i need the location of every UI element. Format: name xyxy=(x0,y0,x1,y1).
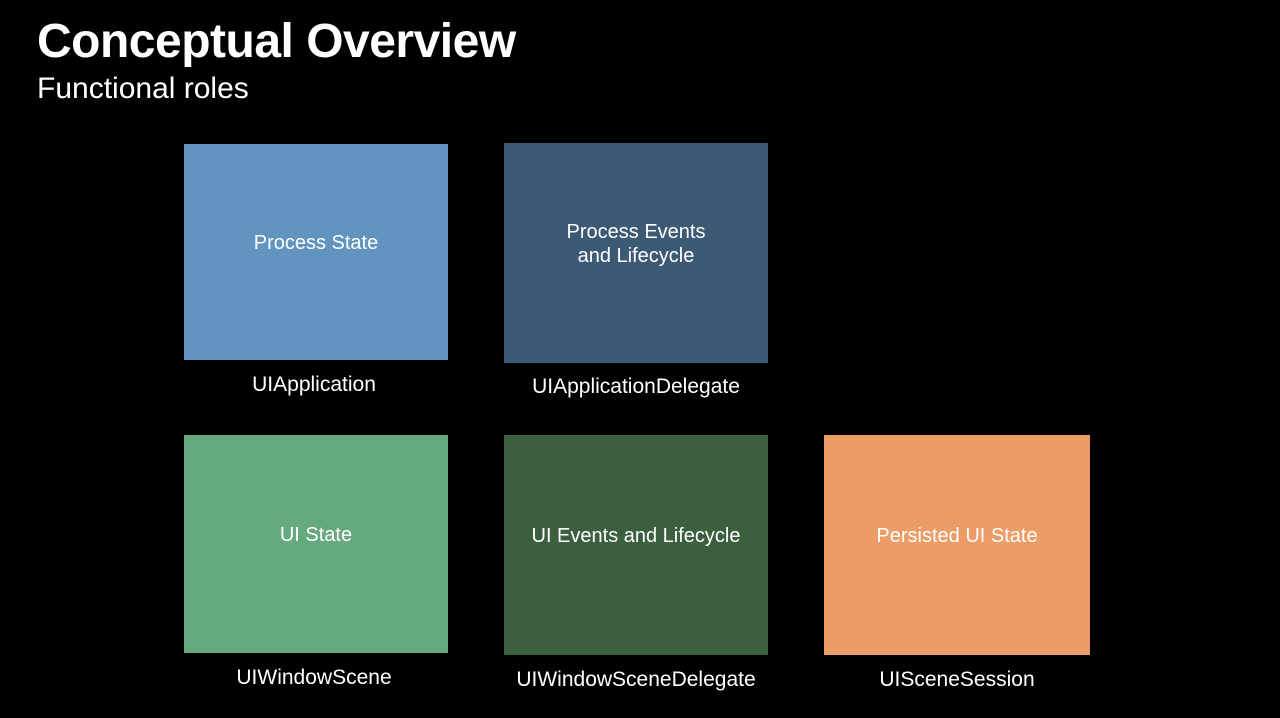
concept-caption-uiapplicationdelegate: UIApplicationDelegate xyxy=(532,375,740,398)
concept-box-uiapplication: Process State xyxy=(184,144,448,360)
concept-caption-uiwindowscene: UIWindowScene xyxy=(236,666,392,689)
concept-node-uiscenesession: Persisted UI State UISceneSession xyxy=(824,435,1090,691)
concept-box-uiscenesession: Persisted UI State xyxy=(824,435,1090,655)
concept-caption-uiwindowscenedelegate: UIWindowSceneDelegate xyxy=(516,668,756,691)
concept-box-role-label: UI Events and Lifecycle xyxy=(531,525,741,547)
slide-header: Conceptual Overview Functional roles xyxy=(37,15,937,107)
concept-node-uiwindowscenedelegate: UI Events and Lifecycle UIWindowSceneDel… xyxy=(504,435,768,691)
concept-node-uiapplication: Process State UIApplication xyxy=(184,144,448,396)
concept-node-uiwindowscene: UI State UIWindowScene xyxy=(184,435,448,689)
concept-node-uiapplicationdelegate: Process Events and Lifecycle UIApplicati… xyxy=(504,143,768,398)
concept-box-role-label: Process State xyxy=(253,232,379,254)
concept-box-uiwindowscenedelegate: UI Events and Lifecycle xyxy=(504,435,768,655)
concept-box-role-label: UI State xyxy=(279,524,353,546)
concept-box-uiapplicationdelegate: Process Events and Lifecycle xyxy=(504,143,768,363)
concept-caption-uiscenesession: UISceneSession xyxy=(879,668,1035,691)
concept-box-role-label: Process Events and Lifecycle xyxy=(566,221,706,267)
concept-box-role-label: Persisted UI State xyxy=(876,525,1038,547)
page-title: Conceptual Overview xyxy=(37,15,516,68)
page-subtitle: Functional roles xyxy=(37,71,249,105)
concept-box-uiwindowscene: UI State xyxy=(184,435,448,653)
concept-caption-uiapplication: UIApplication xyxy=(252,373,376,396)
